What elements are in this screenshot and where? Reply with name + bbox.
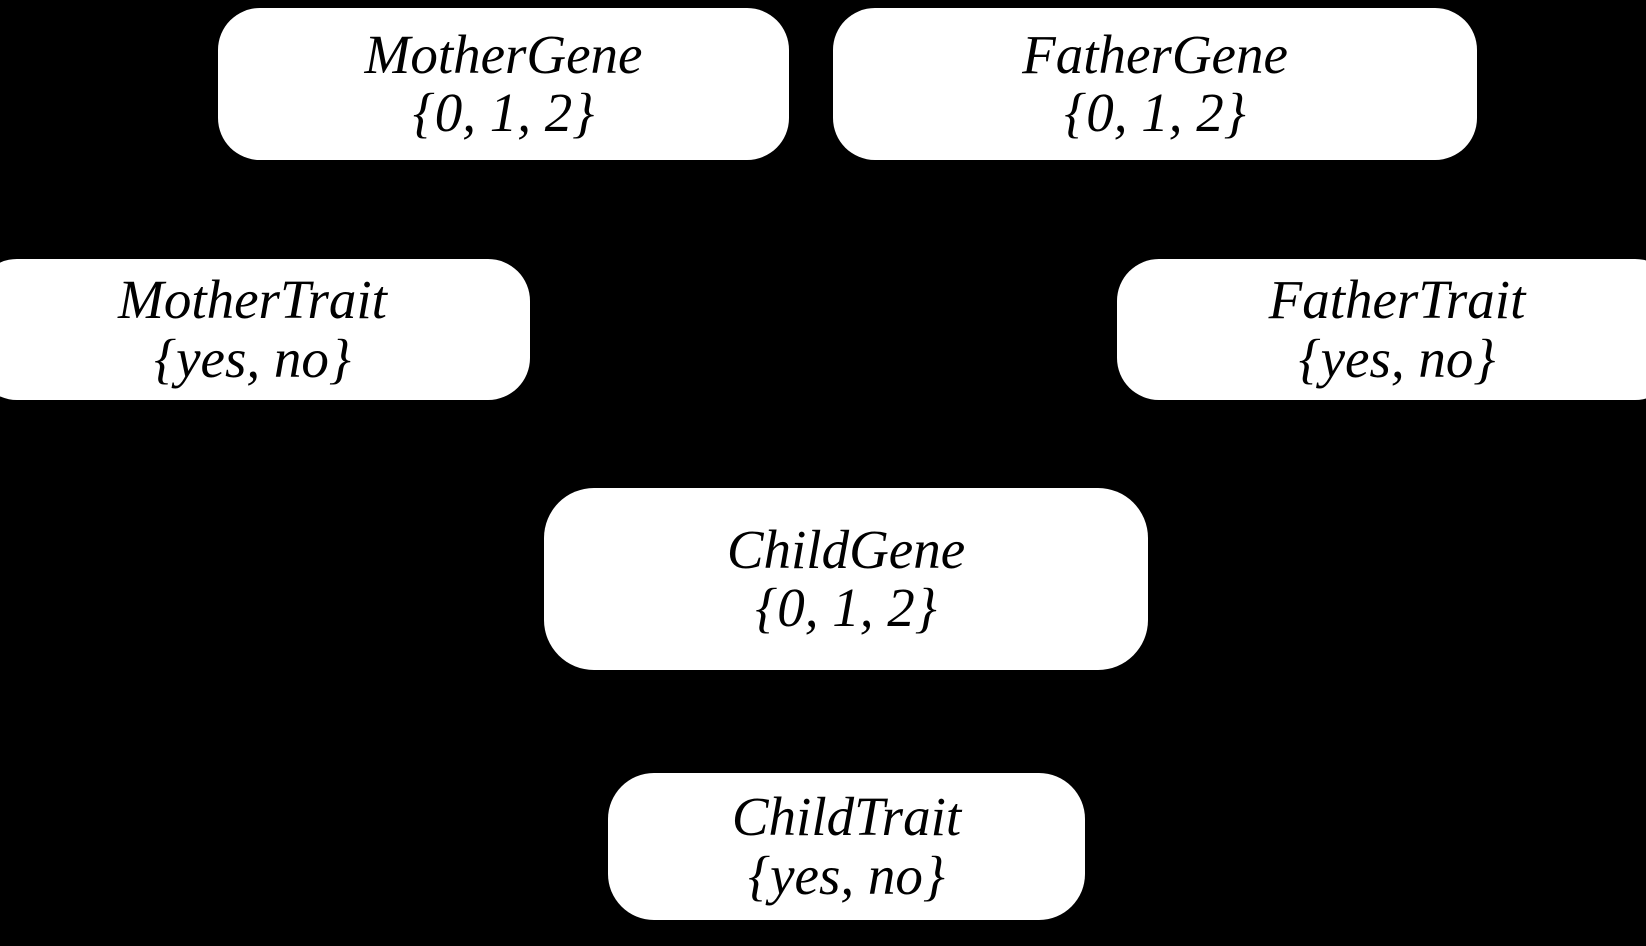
node-mother-trait-domain: {yes, no} bbox=[154, 327, 351, 389]
node-father-gene-domain: {0, 1, 2} bbox=[1064, 82, 1246, 143]
node-father-trait-label: FatherTrait bbox=[1268, 269, 1526, 331]
node-child-gene-label: ChildGene bbox=[726, 518, 966, 580]
node-mother-gene-label: MotherGene bbox=[364, 23, 643, 85]
node-father-trait-domain: {yes, no} bbox=[1298, 327, 1496, 389]
node-child-trait-label: ChildTrait bbox=[731, 786, 962, 848]
node-father-gene-label: FatherGene bbox=[1022, 23, 1288, 85]
node-father-gene[interactable]: FatherGene {0, 1, 2} bbox=[833, 8, 1477, 160]
node-child-trait[interactable]: ChildTrait {yes, no} bbox=[608, 773, 1085, 920]
node-child-gene[interactable]: ChildGene {0, 1, 2} bbox=[544, 488, 1148, 670]
node-father-trait[interactable]: FatherTrait {yes, no} bbox=[1117, 259, 1646, 400]
node-mother-trait[interactable]: MotherTrait {yes, no} bbox=[0, 259, 530, 400]
node-mother-trait-label: MotherTrait bbox=[118, 269, 387, 331]
node-child-gene-domain: {0, 1, 2} bbox=[755, 577, 937, 638]
node-mother-gene-domain: {0, 1, 2} bbox=[412, 82, 595, 143]
node-mother-gene[interactable]: MotherGene {0, 1, 2} bbox=[218, 8, 789, 160]
node-child-trait-domain: {yes, no} bbox=[748, 844, 945, 906]
